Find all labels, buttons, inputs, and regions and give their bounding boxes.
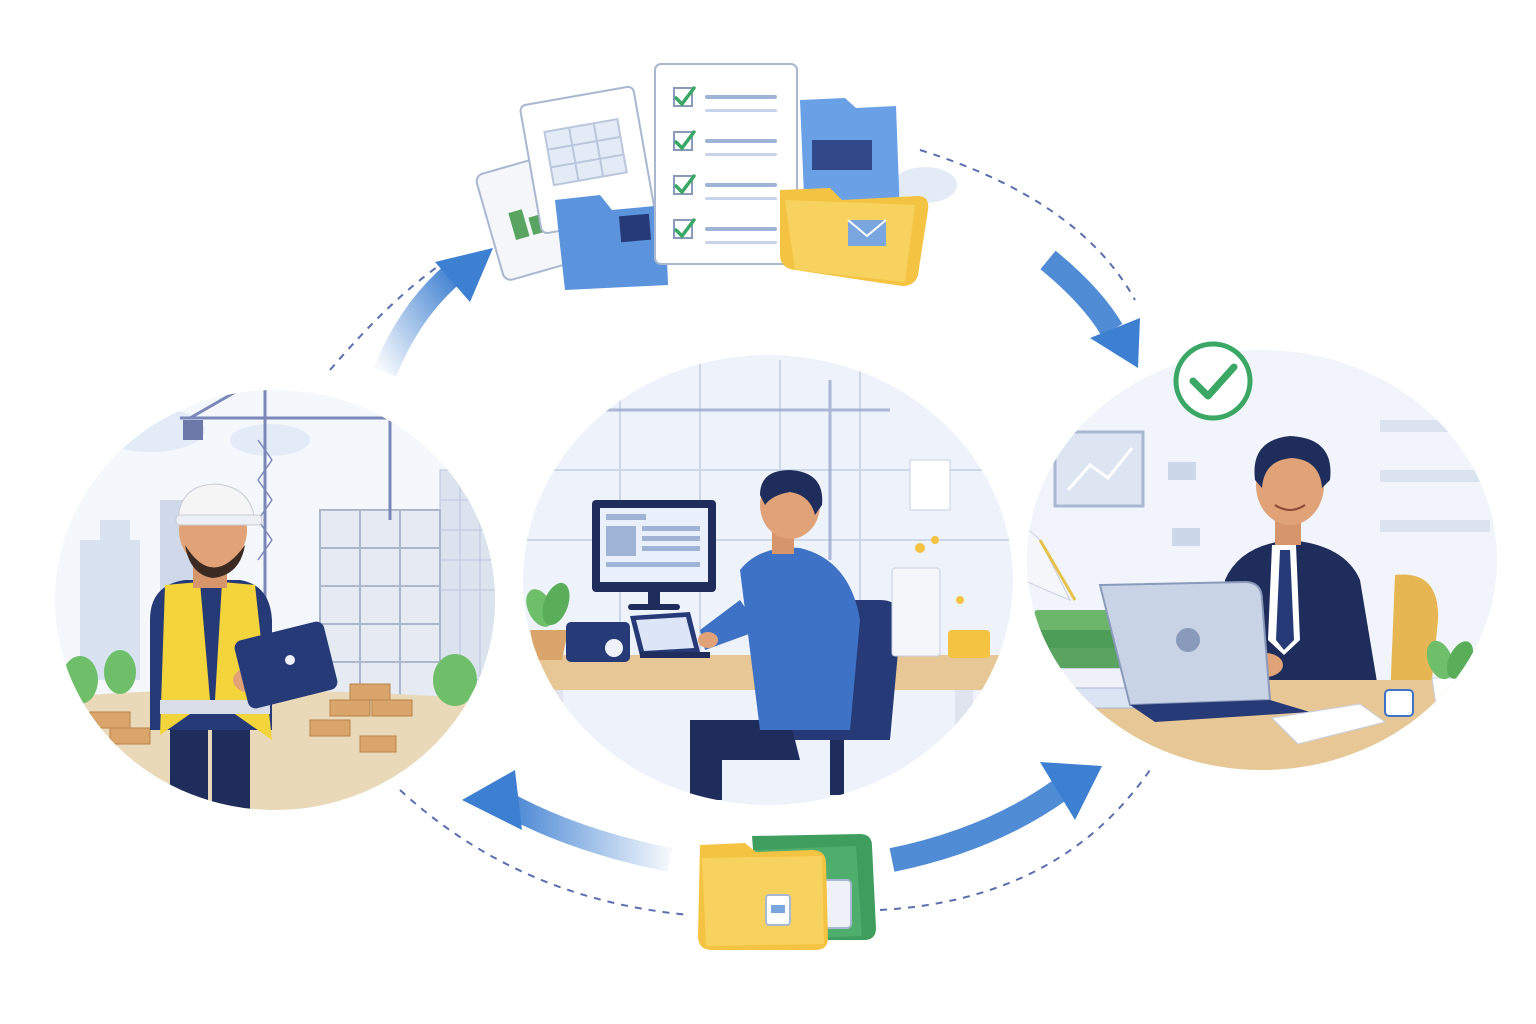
dashed-connectors <box>329 149 1151 916</box>
manager-review-scene <box>1027 350 1497 770</box>
arrowhead-site-to-documents <box>435 248 493 302</box>
check-circle-icon <box>1173 341 1253 421</box>
dashed-line-bottom-left <box>399 789 691 916</box>
check-icon <box>674 174 696 195</box>
tablet-icon <box>234 621 338 709</box>
checklist-line <box>705 227 777 231</box>
arrow-documents-to-review <box>1040 250 1123 337</box>
arrowhead-bottom-to-site <box>462 770 522 830</box>
construction-site-scene <box>55 390 495 810</box>
dashed-line-top-right <box>919 149 1136 301</box>
laptop-icon <box>1098 580 1310 722</box>
checklist-subline <box>705 109 777 112</box>
check-icon <box>674 218 696 239</box>
checklist-subline <box>705 197 777 200</box>
plant-icon <box>526 582 570 660</box>
checklist-line <box>705 183 777 187</box>
office-worker-scene <box>523 355 1013 805</box>
check-icon <box>674 130 696 151</box>
checklist <box>673 86 777 244</box>
arrowhead-documents-to-review <box>1090 318 1140 368</box>
office-worker <box>690 470 860 800</box>
arrowhead-bottom-to-review <box>1040 762 1102 820</box>
flow-arrows <box>373 248 1140 872</box>
monitor-icon <box>592 500 716 610</box>
arrow-site-to-documents <box>373 262 463 377</box>
checklist-subline <box>705 153 777 156</box>
arrow-bottom-to-review <box>889 780 1067 872</box>
manager <box>1220 436 1380 700</box>
arrow-bottom-to-site <box>494 789 673 872</box>
dashed-line-bottom-right <box>879 769 1151 911</box>
check-icon <box>674 86 696 107</box>
checklist-line <box>705 95 777 99</box>
checklist-subline <box>705 241 777 244</box>
checklist-line <box>705 139 777 143</box>
dashed-line-left-up <box>329 264 441 371</box>
documents-stack-icon <box>475 63 957 290</box>
folders-icon <box>698 834 876 950</box>
